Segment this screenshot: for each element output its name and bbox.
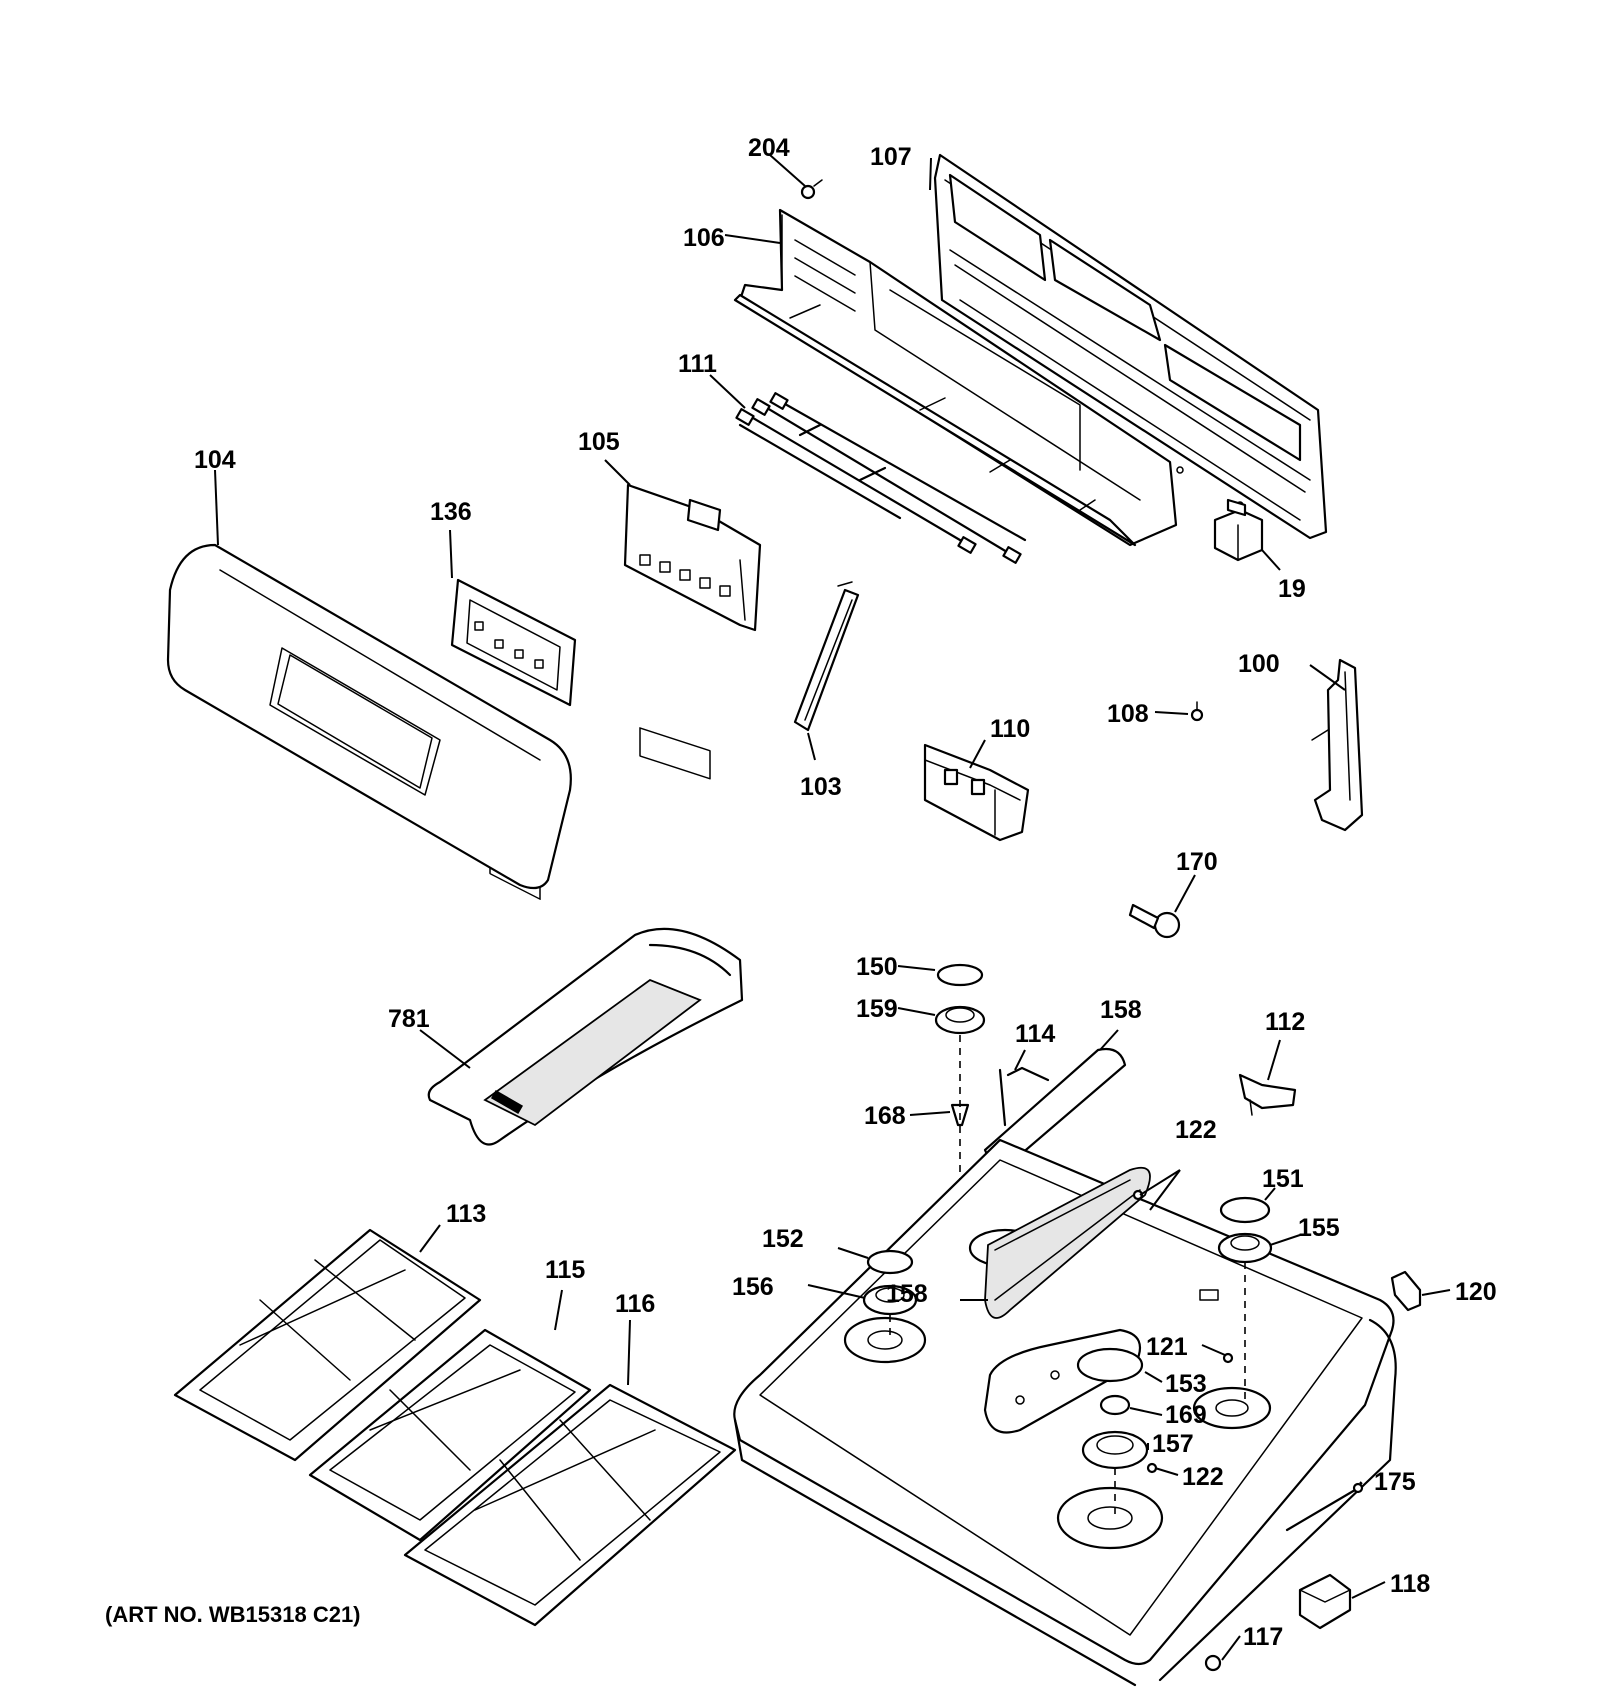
part-107-backguard-panel [933, 153, 1328, 540]
callout-158-top: 158 [1100, 996, 1142, 1024]
callout-104: 104 [194, 446, 236, 474]
part-781-griddle [427, 927, 744, 1146]
part-116-grate-right [403, 1383, 737, 1627]
callout-19: 19 [1278, 575, 1306, 603]
callout-170: 170 [1176, 848, 1218, 876]
part-113-grate-left [173, 1228, 482, 1462]
callout-169: 169 [1165, 1401, 1207, 1429]
callout-159: 159 [856, 995, 898, 1023]
part-159-burner-head [934, 1005, 986, 1035]
callout-103: 103 [800, 773, 842, 801]
callout-136: 136 [430, 498, 472, 526]
callout-156: 156 [732, 1273, 774, 1301]
callout-112: 112 [1265, 1008, 1305, 1036]
callout-116: 116 [615, 1290, 655, 1318]
part-155-burner-head [1217, 1232, 1273, 1264]
callout-122-top: 122 [1175, 1116, 1217, 1144]
part-111-wire-harness [735, 392, 1027, 564]
callout-labels: 204 107 106 111 105 104 136 19 100 108 1… [194, 134, 1497, 1651]
part-122-screw-rear [1132, 1189, 1144, 1201]
callout-106: 106 [683, 224, 725, 252]
part-117-nut [1204, 1654, 1222, 1672]
part-151-burner-cap [1219, 1196, 1271, 1224]
part-108-screw [1190, 701, 1204, 722]
part-204-screw [769, 154, 823, 200]
callout-158-bottom: 158 [886, 1280, 928, 1308]
callout-115: 115 [545, 1256, 585, 1284]
part-120-bracket [1390, 1270, 1422, 1312]
part-100-side-bracket [1311, 658, 1364, 832]
callout-151: 151 [1262, 1165, 1304, 1193]
part-156-burner-head [862, 1284, 918, 1316]
callout-153: 153 [1165, 1370, 1207, 1398]
part-170-screw [1128, 903, 1181, 939]
callout-781: 781 [388, 1005, 430, 1033]
callout-100: 100 [1238, 650, 1280, 678]
callout-108: 108 [1107, 700, 1149, 728]
art-number: (ART NO. WB15318 C21) [105, 1602, 361, 1627]
callout-175: 175 [1374, 1468, 1416, 1496]
part-152-burner-cap [866, 1249, 914, 1275]
callout-122-bottom: 122 [1182, 1463, 1224, 1491]
callout-110: 110 [990, 715, 1030, 743]
callout-155: 155 [1298, 1214, 1340, 1242]
callout-152: 152 [762, 1225, 804, 1253]
part-103-bracket [793, 581, 860, 732]
part-112-ignitor [1238, 1073, 1297, 1116]
callout-114: 114 [1015, 1020, 1055, 1048]
part-153-burner-cap [1076, 1347, 1144, 1383]
part-19-connector [1213, 498, 1264, 562]
part-158-burner-tube [984, 1166, 1151, 1319]
callout-150: 150 [856, 953, 898, 981]
callout-107: 107 [870, 143, 912, 171]
part-175-screw [1285, 1482, 1364, 1532]
part-114-bracket [998, 1066, 1050, 1127]
part-121-screw [1222, 1352, 1234, 1364]
callout-204: 204 [748, 134, 790, 162]
callout-157: 157 [1152, 1430, 1194, 1458]
part-122-screw-front [1146, 1462, 1158, 1474]
callout-105: 105 [578, 428, 620, 456]
part-106-control-housing [733, 208, 1178, 547]
callout-118: 118 [1390, 1570, 1430, 1598]
callout-120: 120 [1455, 1278, 1497, 1306]
callout-121: 121 [1146, 1333, 1188, 1361]
part-157-burner-head [1081, 1430, 1149, 1470]
part-115-grate-center [308, 1328, 592, 1542]
callout-113: 113 [446, 1200, 486, 1228]
part-150-burner-cap [936, 963, 984, 987]
part-105-control-board [623, 483, 762, 780]
callout-168: 168 [864, 1102, 906, 1130]
callout-111: 111 [678, 350, 717, 378]
part-104-control-panel [166, 543, 572, 890]
leader-lines [214, 157, 1451, 1661]
part-110-spark-module [923, 743, 1030, 842]
callout-117: 117 [1243, 1623, 1283, 1651]
part-169-orifice-holder [1099, 1394, 1131, 1416]
part-118-foot [1298, 1573, 1352, 1630]
